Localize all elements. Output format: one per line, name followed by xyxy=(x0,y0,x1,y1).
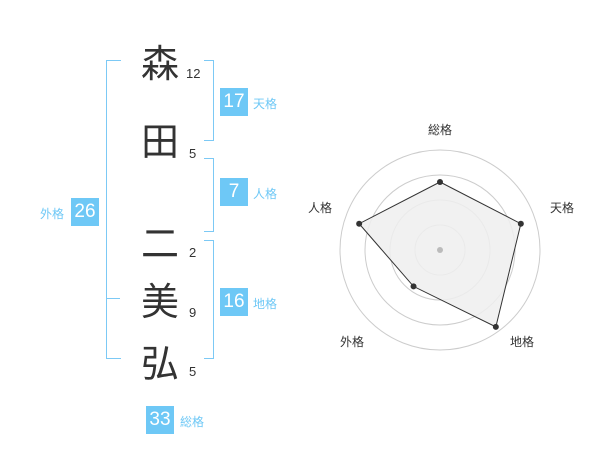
radar-label-chikaku: 地格 xyxy=(510,335,535,349)
radar-point-1 xyxy=(437,179,443,185)
stroke-count-5: 5 xyxy=(189,364,197,379)
chikaku-label: 地格 xyxy=(253,297,278,311)
radar-label-tenkaku: 天格 xyxy=(550,201,575,215)
gaikaku-bracket xyxy=(106,60,121,359)
jinkaku-bracket xyxy=(204,158,214,232)
radar-polygon xyxy=(358,181,522,328)
stroke-count-4: 9 xyxy=(189,305,197,320)
name-char-4: 美 xyxy=(140,280,179,324)
radar-point-3 xyxy=(492,323,499,330)
chikaku-bracket xyxy=(204,240,214,359)
radar-chart xyxy=(339,149,541,351)
radar-point-2 xyxy=(517,220,524,227)
name-char-2: 田 xyxy=(140,120,179,164)
stroke-count-2: 5 xyxy=(189,146,197,161)
radar-point-5 xyxy=(356,220,363,227)
radar-label-gaikaku: 外格 xyxy=(340,335,365,349)
name-char-3: 二 xyxy=(140,222,179,266)
radar-center-dot xyxy=(437,247,443,253)
stroke-count-3: 2 xyxy=(189,245,197,260)
radar-grid-ring xyxy=(339,149,541,351)
radar-label-soukaku: 総格 xyxy=(428,123,453,137)
name-char-5: 弘 xyxy=(140,342,179,386)
name-char-1: 森 xyxy=(140,42,179,86)
gaikaku-badge: 26 xyxy=(71,198,99,226)
tenkaku-bracket xyxy=(204,60,214,141)
radar-point-4 xyxy=(410,283,417,290)
tenkaku-label: 天格 xyxy=(253,97,278,111)
gaikaku-bracket-tick xyxy=(106,298,120,299)
jinkaku-badge: 7 xyxy=(220,178,248,206)
radar-label-jinkaku: 人格 xyxy=(308,201,333,215)
stroke-count-1: 12 xyxy=(186,66,201,81)
jinkaku-label: 人格 xyxy=(253,187,278,201)
soukaku-label: 総格 xyxy=(180,415,205,429)
radar-grid-ring xyxy=(364,174,516,326)
tenkaku-badge: 17 xyxy=(220,88,248,116)
chikaku-badge: 16 xyxy=(220,288,248,316)
gaikaku-label: 外格 xyxy=(40,207,65,221)
soukaku-badge: 33 xyxy=(146,406,174,434)
